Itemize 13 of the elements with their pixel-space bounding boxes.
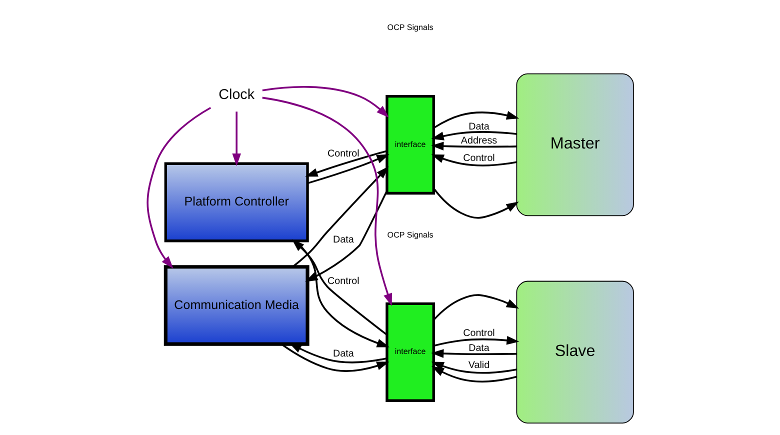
edge-label: Data (468, 343, 489, 354)
edge-label: Control (327, 276, 359, 287)
edge-label: Valid (468, 360, 490, 372)
edge-label: Address (460, 136, 497, 147)
edge-label: Control (462, 152, 494, 164)
edge-label: Data (468, 121, 489, 132)
edge-label: Control (462, 328, 494, 339)
label: OCP Signals (386, 23, 433, 32)
edge-label: Data (332, 348, 354, 360)
node-text: Clock (218, 86, 254, 103)
label: OCP Signals (386, 230, 433, 240)
edge-label: Control (327, 148, 359, 160)
edge-label: Data (332, 234, 354, 246)
